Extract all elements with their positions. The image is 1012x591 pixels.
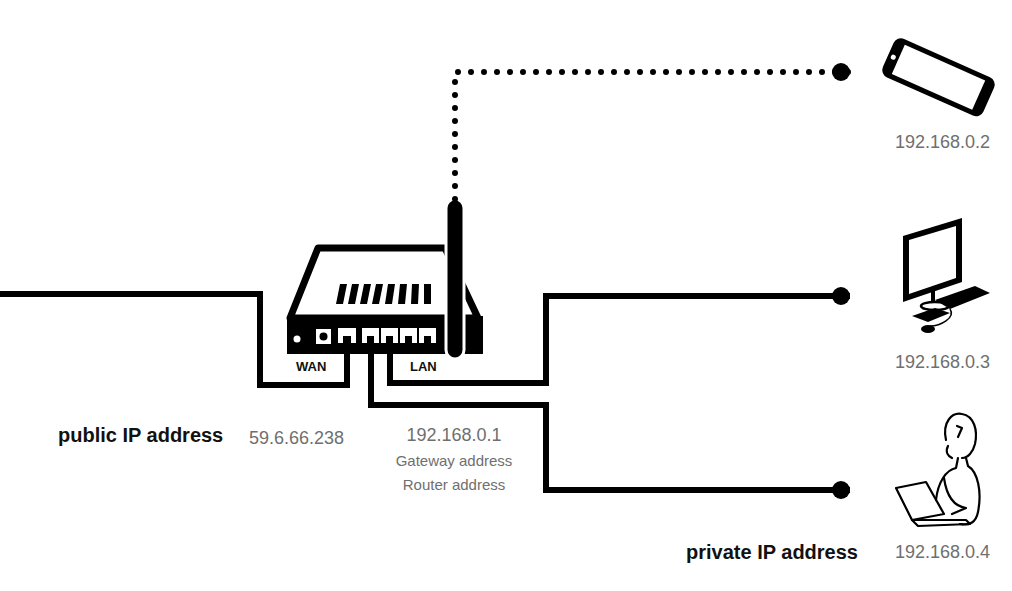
port-label: LAN	[410, 359, 437, 374]
laptop-user-icon	[896, 414, 980, 526]
device-node: 192.168.0.4	[850, 415, 1000, 565]
heading-label: public IP address	[58, 424, 223, 447]
ip-address: 59.6.66.238	[249, 428, 344, 449]
network-link	[455, 63, 850, 199]
caption-label: Gateway address	[379, 452, 529, 469]
ip-address: 192.168.0.4	[895, 541, 990, 563]
heading-label: private IP address	[620, 541, 858, 564]
ip-address: 192.168.0.2	[895, 131, 990, 153]
link-endpoint	[832, 63, 850, 81]
network-link	[371, 379, 850, 499]
link-line	[455, 72, 850, 199]
link-line	[371, 379, 850, 490]
desktop-icon	[903, 218, 990, 333]
link-endpoint	[832, 287, 850, 305]
port-label: WAN	[296, 359, 326, 374]
network-link	[390, 287, 850, 383]
ip-address: 192.168.0.3	[895, 351, 990, 373]
link-endpoint	[832, 481, 850, 499]
device-node: 192.168.0.2	[850, 35, 1000, 155]
device-node: 192.168.0.3	[850, 210, 1000, 375]
router-node: WAN LAN	[285, 199, 485, 379]
ip-address: 192.168.0.1	[379, 425, 529, 446]
phone-icon	[880, 36, 998, 119]
router-icon	[287, 199, 483, 359]
link-line	[390, 296, 850, 383]
caption-label: Router address	[379, 476, 529, 493]
